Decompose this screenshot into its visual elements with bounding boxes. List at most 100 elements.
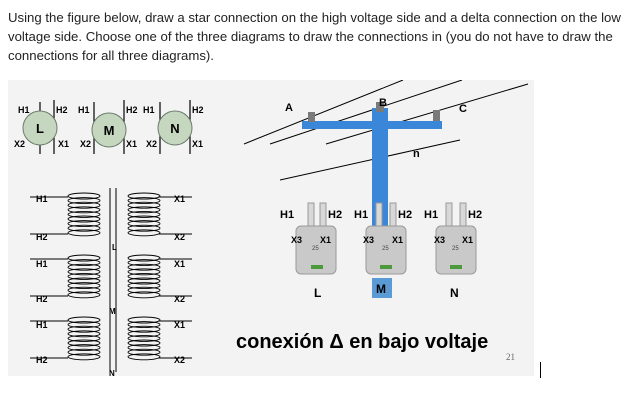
pole-tx-N-x1: X1 <box>462 235 473 245</box>
pole-tx-M-label: M <box>376 282 386 296</box>
pole-tx-L-h1: H1 <box>280 209 294 221</box>
winding-2-primary-turn <box>67 268 101 276</box>
winding-1-h1: H1 <box>36 194 48 204</box>
transformer-figure: L H1 H2 X2 X1 M H1 H2 X2 X1 N H1 H2 X2 X… <box>8 79 534 378</box>
tank-L-label: L <box>36 121 44 136</box>
winding-3-x2: X2 <box>174 355 185 365</box>
pole-tx-M-x3: X3 <box>363 235 374 245</box>
pole-tx-N-h2: H2 <box>468 209 482 221</box>
tank-N-label: N <box>170 121 179 136</box>
pole-tx-L-rating: 25 <box>312 246 319 252</box>
winding-1-primary-turn <box>67 224 101 232</box>
winding-3-primary-turn <box>67 330 101 338</box>
winding-3-primary-turn <box>67 316 101 324</box>
tank-M-h1: H1 <box>78 105 90 115</box>
winding-1-primary-turn <box>67 229 101 237</box>
winding-3-secondary-turn <box>127 339 161 347</box>
figure-svg: L H1 H2 X2 X1 M H1 H2 X2 X1 N H1 H2 X2 X… <box>14 79 529 378</box>
line-a-label: A <box>285 102 293 114</box>
winding-3-primary-turn <box>67 325 101 333</box>
winding-1-secondary-turn <box>127 206 161 214</box>
text-cursor <box>540 362 541 378</box>
caption: conexión Δ en bajo voltaje <box>236 331 488 353</box>
pole-tx-M-h2: H2 <box>398 209 412 221</box>
line-b-label: B <box>379 97 387 109</box>
winding-3-x1: X1 <box>174 320 185 330</box>
winding-3-secondary-turn <box>127 316 161 324</box>
pole-tx-M-rating: 25 <box>382 246 389 252</box>
pole-diagram: A B C n H1 H2 X3 X1 25 L H1 <box>243 79 529 300</box>
winding-3-secondary-turn <box>127 325 161 333</box>
pole-transformer-M: H1 H2 X3 X1 25 M <box>354 202 412 298</box>
winding-3-primary-turn <box>67 344 101 352</box>
winding-2-primary-turn <box>67 263 101 271</box>
winding-1-secondary-turn <box>127 220 161 228</box>
winding-2-primary-turn <box>67 277 101 285</box>
insulator-c <box>433 110 440 121</box>
winding-2-secondary-turn <box>127 254 161 262</box>
winding-1-primary-turn <box>67 215 101 223</box>
winding-1-secondary-turn <box>127 192 161 200</box>
winding-2-secondary-turn <box>127 263 161 271</box>
winding-2-secondary-turn <box>127 272 161 280</box>
winding-1-primary-turn <box>67 206 101 214</box>
tank-M-label: M <box>104 123 115 138</box>
winding-1-primary-turn <box>67 210 101 218</box>
winding-3-secondary-turn <box>127 321 161 329</box>
winding-3-primary-turn <box>67 339 101 347</box>
winding-3-primary-turn <box>67 321 101 329</box>
winding-1-secondary-turn <box>127 215 161 223</box>
tank-N-x2: X2 <box>146 139 157 149</box>
winding-3-primary-turn <box>67 353 101 361</box>
pole-tx-L-h2: H2 <box>328 209 342 221</box>
winding-1-x2: X2 <box>174 232 185 242</box>
winding-2-primary-turn <box>67 282 101 290</box>
page-number: 21 <box>506 352 515 362</box>
winding-2-primary-turn <box>67 272 101 280</box>
insulator-a <box>308 112 315 122</box>
winding-2-secondary-turn <box>127 259 161 267</box>
winding-3-secondary-turn <box>127 334 161 342</box>
question-text: Using the figure below, draw a star conn… <box>8 10 621 63</box>
pole-transformer-L: H1 H2 X3 X1 25 L <box>280 202 342 300</box>
winding-1-primary-turn <box>67 192 101 200</box>
tank-L-h2: H2 <box>56 105 68 115</box>
winding-2-h1: H1 <box>36 259 48 269</box>
tank-N-h1: H1 <box>143 105 155 115</box>
winding-3-h1: H1 <box>36 320 48 330</box>
pole-tx-M-x1: X1 <box>392 235 403 245</box>
tank-M-h2: H2 <box>126 105 138 115</box>
neutral-label: n <box>413 148 420 160</box>
tank-L: L H1 H2 X2 X1 <box>14 100 69 154</box>
winding-1-letter: L <box>112 243 117 252</box>
winding-2-x2: X2 <box>174 294 185 304</box>
winding-1-x1: X1 <box>174 194 185 204</box>
winding-2-primary-turn <box>67 259 101 267</box>
tank-L-h1: H1 <box>18 105 30 115</box>
winding-1-secondary-turn <box>127 224 161 232</box>
winding-3-primary-turn <box>67 348 101 356</box>
pole-tx-L-label: L <box>314 286 321 300</box>
winding-2-secondary-turn <box>127 277 161 285</box>
pole-tx-M-label-box <box>372 278 392 298</box>
winding-3-letter: N <box>109 369 115 376</box>
pole-tx-N-rating: 25 <box>452 246 459 252</box>
winding-2-secondary-turn <box>127 291 161 299</box>
winding-1-primary-turn <box>67 197 101 205</box>
winding-2-h2: H2 <box>36 294 48 304</box>
winding-1-primary-turn <box>67 220 101 228</box>
pole-tx-L-x3: X3 <box>291 235 302 245</box>
winding-3-secondary-turn <box>127 348 161 356</box>
winding-2-x1: X1 <box>174 259 185 269</box>
tank-N-x1: X1 <box>192 139 203 149</box>
tank-M: M H1 H2 X2 X1 <box>78 100 138 154</box>
winding-diagrams: H1 H2 X1 X2 L H1 H2 X1 X2 M H1 H2 X1 X2 … <box>30 188 192 378</box>
winding-2-primary-turn <box>67 286 101 294</box>
winding-1-primary-turn <box>67 201 101 209</box>
winding-3-secondary-turn <box>127 330 161 338</box>
winding-3-secondary-turn <box>127 344 161 352</box>
pole-tx-L-x1: X1 <box>320 235 331 245</box>
winding-1-secondary-turn <box>127 210 161 218</box>
tank-L-x2: X2 <box>14 139 25 149</box>
pole-tx-M-h1: H1 <box>354 209 368 221</box>
